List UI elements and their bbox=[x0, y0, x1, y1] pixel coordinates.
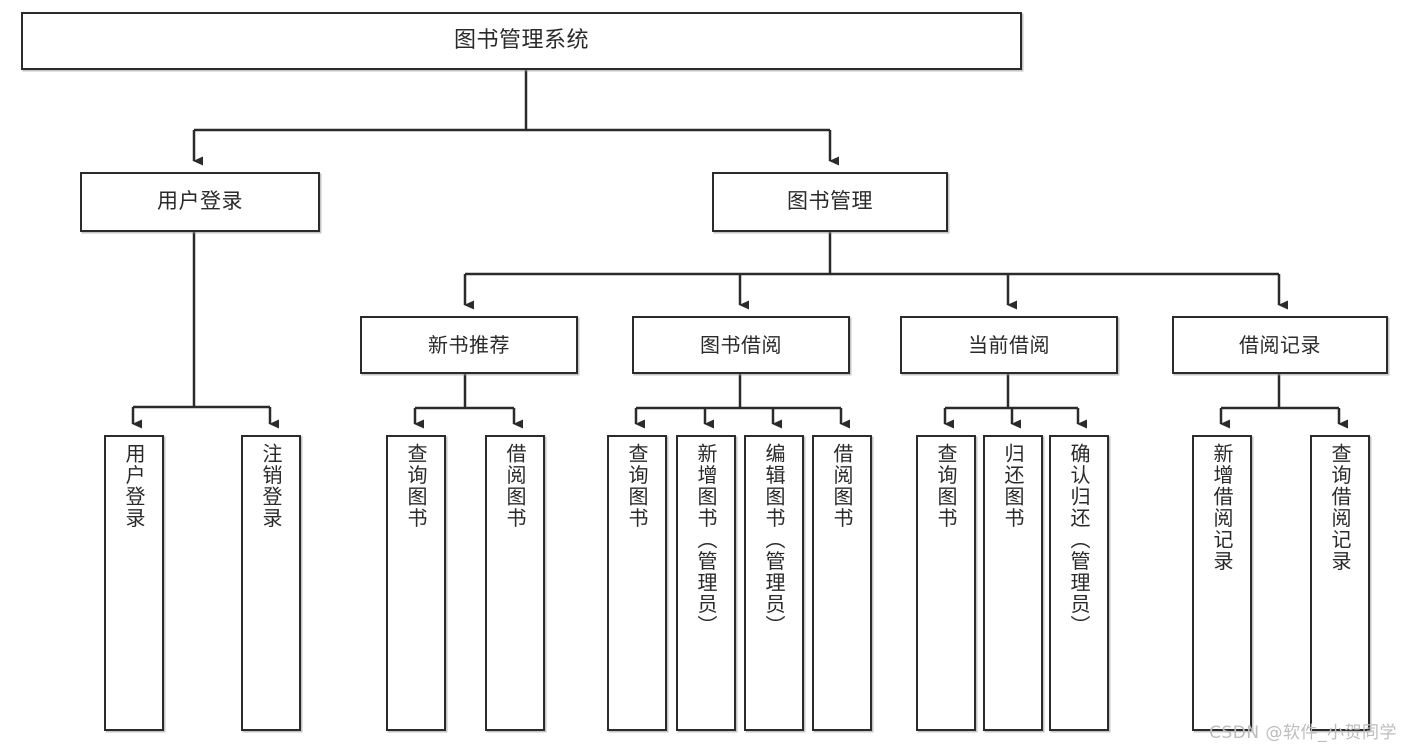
node-label: 图书管理系统 bbox=[453, 27, 589, 53]
node-label: 确认归还（管理员） bbox=[1067, 443, 1091, 637]
node-borrow-record[interactable]: 借阅记录 bbox=[1172, 316, 1388, 374]
leaf-add-record[interactable]: 新增借阅记录 bbox=[1192, 435, 1252, 731]
node-label: 当前借阅 bbox=[968, 332, 1050, 357]
node-label: 借阅记录 bbox=[1239, 332, 1321, 357]
node-label: 图书借阅 bbox=[700, 332, 782, 357]
node-label: 借阅图书 bbox=[830, 443, 854, 529]
leaf-query-record[interactable]: 查询借阅记录 bbox=[1310, 435, 1370, 731]
leaf-edit-book[interactable]: 编辑图书（管理员） bbox=[744, 435, 804, 731]
csdn-watermark: CSDN @软件_小贺同学 bbox=[1209, 723, 1397, 743]
node-label: 编辑图书（管理员） bbox=[762, 443, 786, 637]
leaf-query-book[interactable]: 查询图书 bbox=[607, 435, 667, 731]
node-book-borrow[interactable]: 图书借阅 bbox=[632, 316, 850, 374]
leaf-borrow-book-rec[interactable]: 借阅图书 bbox=[485, 435, 545, 731]
leaf-user-logout[interactable]: 注销登录 bbox=[241, 435, 301, 731]
node-label: 用户登录 bbox=[122, 443, 146, 529]
leaf-confirm-return[interactable]: 确认归还（管理员） bbox=[1049, 435, 1109, 731]
node-label: 图书管理 bbox=[787, 189, 873, 214]
leaf-user-login[interactable]: 用户登录 bbox=[104, 435, 164, 731]
node-user-login[interactable]: 用户登录 bbox=[80, 172, 320, 232]
node-label: 查询图书 bbox=[625, 443, 649, 529]
node-current-borrow[interactable]: 当前借阅 bbox=[900, 316, 1118, 374]
node-book-manage[interactable]: 图书管理 bbox=[712, 172, 948, 232]
node-label: 查询借阅记录 bbox=[1328, 443, 1352, 572]
node-root-system[interactable]: 图书管理系统 bbox=[21, 12, 1022, 70]
node-label: 注销登录 bbox=[259, 443, 283, 529]
node-new-book-rec[interactable]: 新书推荐 bbox=[360, 316, 578, 374]
leaf-add-book[interactable]: 新增图书（管理员） bbox=[676, 435, 736, 731]
leaf-return-book[interactable]: 归还图书 bbox=[983, 435, 1043, 731]
node-label: 借阅图书 bbox=[503, 443, 527, 529]
leaf-query-book-cur[interactable]: 查询图书 bbox=[916, 435, 976, 731]
node-label: 新增借阅记录 bbox=[1210, 443, 1234, 572]
node-label: 查询图书 bbox=[404, 443, 428, 529]
node-label: 新增图书（管理员） bbox=[694, 443, 718, 637]
leaf-borrow-book[interactable]: 借阅图书 bbox=[812, 435, 872, 731]
node-label: 新书推荐 bbox=[428, 332, 510, 357]
node-label: 用户登录 bbox=[157, 189, 243, 214]
node-label: 查询图书 bbox=[934, 443, 958, 529]
leaf-query-book-rec[interactable]: 查询图书 bbox=[386, 435, 446, 731]
node-label: 归还图书 bbox=[1001, 443, 1025, 529]
